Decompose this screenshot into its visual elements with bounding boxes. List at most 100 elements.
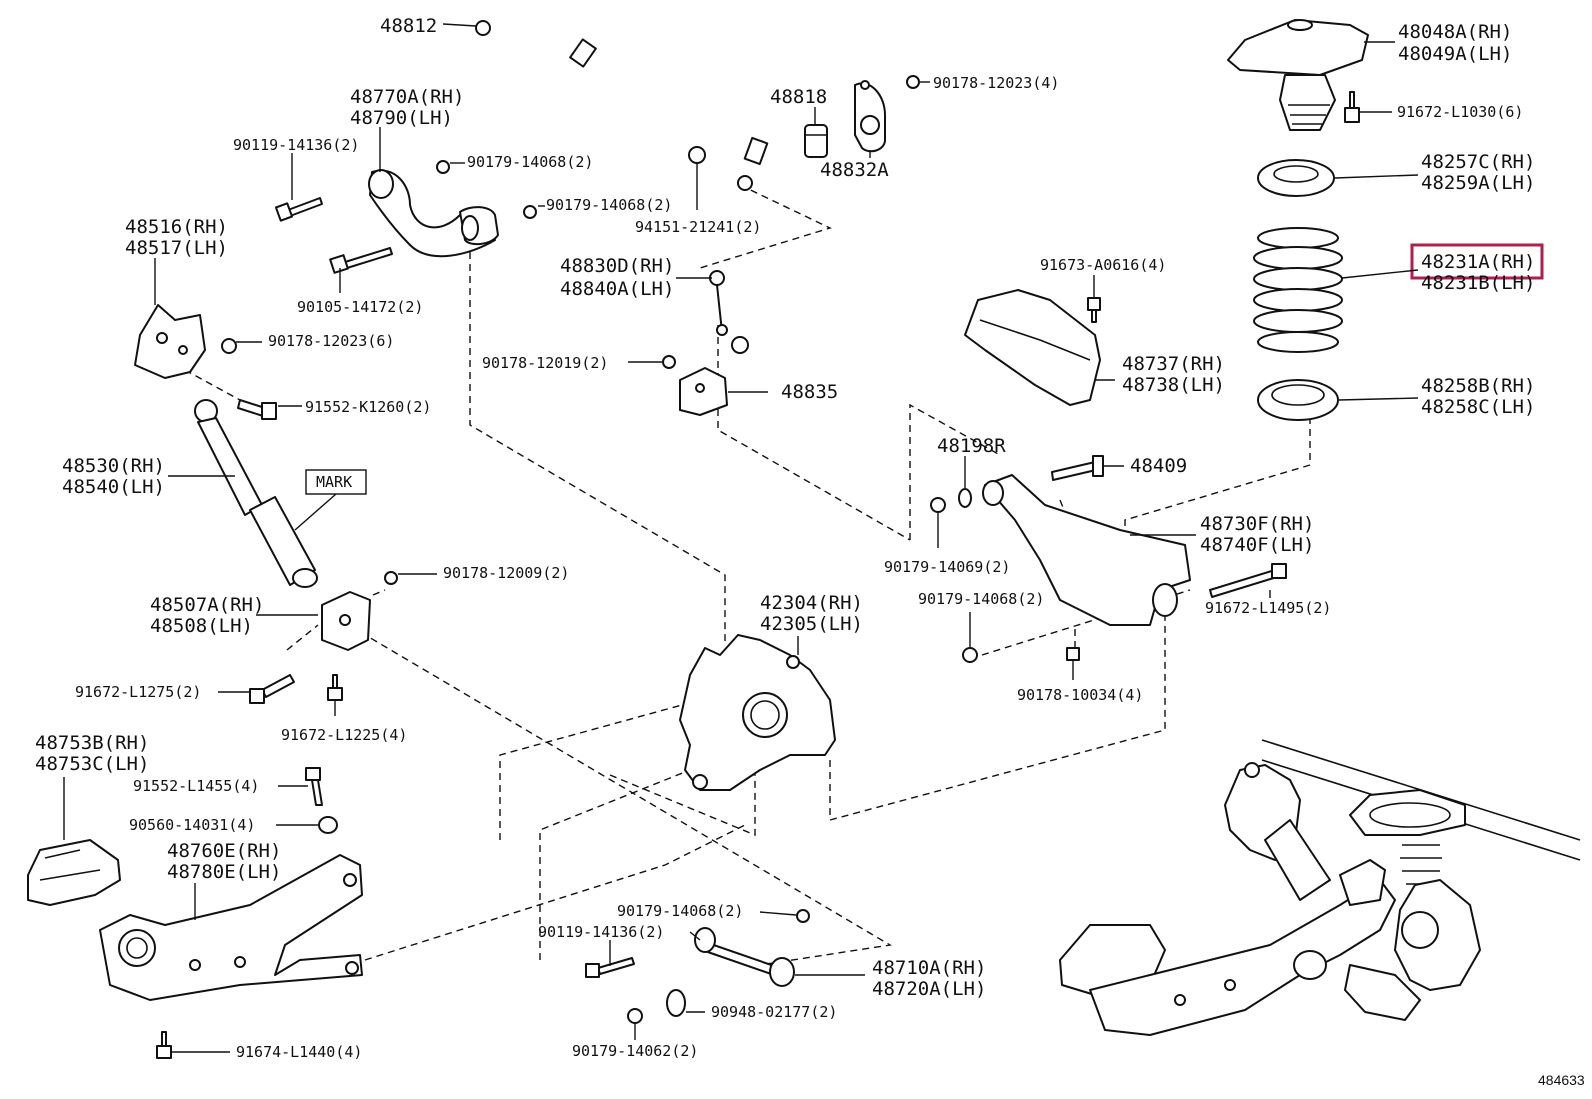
lower-insulator-48258b: [1257, 379, 1339, 421]
part-number-labels: 48812 48770A(RH) 48790(LH) 90119-14136(2…: [35, 15, 1535, 1061]
bolt-90119-14136-bottom: [585, 957, 635, 978]
stabilizer-bracket-48832a: [854, 80, 886, 153]
washer-48198r: [958, 488, 972, 508]
label-48530: 48530(RH): [62, 455, 165, 477]
label-48540: 48540(LH): [62, 476, 165, 498]
label-48770a: 48770A(RH): [350, 86, 464, 108]
label-48049a: 48049A(LH): [1398, 43, 1512, 65]
highlight-box-48231a: [1410, 243, 1544, 280]
label-48812: 48812: [380, 15, 437, 37]
stabilizer-bushing-48818: [804, 124, 828, 158]
label-48840a: 48840A(LH): [560, 278, 674, 300]
bolt-91672-l1495: [1209, 563, 1287, 598]
label-90178-12023-6: 90178-12023(6): [268, 332, 394, 350]
label-90179-14069: 90179-14069(2): [884, 558, 1010, 576]
nut-90178-12023-4: [906, 75, 920, 89]
label-91552-k1260: 91552-K1260(2): [305, 398, 431, 416]
label-48231b: 48231B(LH): [1421, 272, 1535, 294]
label-91672-l1030: 91672-L1030(6): [1397, 103, 1523, 121]
label-90178-12009: 90178-12009(2): [443, 564, 569, 582]
bolt-91552-k1260: [237, 399, 277, 420]
label-90119-14136-top: 90119-14136(2): [233, 136, 359, 154]
label-48780e: 48780E(LH): [167, 861, 281, 883]
trailing-arm-48760e: [99, 854, 363, 1001]
washer-90560-14031: [318, 816, 338, 834]
label-48517: 48517(LH): [125, 237, 228, 259]
label-48730f: 48730F(RH): [1200, 513, 1314, 535]
label-91672-l1225: 91672-L1225(4): [281, 726, 407, 744]
label-48710a: 48710A(RH): [872, 957, 986, 979]
cover-48737: [964, 289, 1101, 406]
label-48048a: 48048A(RH): [1398, 21, 1512, 43]
bracket-48835: [679, 367, 728, 416]
lower-arm-48730f: [982, 474, 1191, 626]
nut-90179-14068-d: [796, 909, 810, 923]
bolt-91674-l1440: [156, 1031, 172, 1059]
lateral-link-48710a: [694, 927, 795, 987]
label-48516: 48516(RH): [125, 216, 228, 238]
nut-90179-14068-a: [436, 160, 450, 174]
nut-90179-14062: [627, 1008, 643, 1024]
bolt-90105-14172: [329, 247, 393, 274]
label-90178-12023-4: 90178-12023(4): [933, 74, 1059, 92]
nut-90179-14068-b: [523, 205, 537, 219]
label-90179-14068-d: 90179-14068(2): [617, 902, 743, 920]
label-91673-a0616: 91673-A0616(4): [1040, 256, 1166, 274]
coil-spring-48231a: [1253, 227, 1343, 353]
bracket-48516: [134, 304, 206, 379]
screw-91673-a0616: [1087, 297, 1101, 323]
label-42304: 42304(RH): [760, 592, 863, 614]
bracket-48507a: [321, 591, 371, 651]
label-48818: 48818: [770, 86, 827, 108]
bolt-90119-14136: [274, 197, 323, 222]
label-48740f: 48740F(LH): [1200, 534, 1314, 556]
label-48231a: 48231A(RH): [1421, 251, 1535, 273]
label-90179-14068-b: 90179-14068(2): [546, 196, 672, 214]
knuckle-42304: [679, 634, 836, 791]
label-48753b: 48753B(RH): [35, 732, 149, 754]
label-48258c: 48258C(LH): [1421, 396, 1535, 418]
label-90560-14031: 90560-14031(4): [129, 816, 255, 834]
stabilizer-link-48830d: [709, 270, 749, 354]
label-48738: 48738(LH): [1122, 374, 1225, 396]
upper-insulator-48257c: [1257, 159, 1335, 197]
leader-lines: [63, 23, 1419, 1053]
label-90179-14068-a: 90179-14068(2): [467, 153, 593, 171]
label-48257c: 48257C(RH): [1421, 151, 1535, 173]
nut-90178-10034: [1066, 647, 1080, 661]
mark-label: MARK: [316, 473, 352, 491]
label-48830d: 48830D(RH): [560, 255, 674, 277]
label-48737: 48737(RH): [1122, 353, 1225, 375]
label-90119-14136-bottom: 90119-14136(2): [538, 923, 664, 941]
upper-support-48048a: [1227, 19, 1369, 131]
label-48508: 48508(LH): [150, 615, 253, 637]
bushing-94151-21241: [688, 146, 706, 164]
label-91672-l1275: 91672-L1275(2): [75, 683, 201, 701]
nut-90178-12023-6: [221, 338, 237, 354]
label-48258b: 48258B(RH): [1421, 375, 1535, 397]
nut-90178-12019: [662, 355, 676, 369]
label-94151-21241: 94151-21241(2): [635, 218, 761, 236]
label-91674-l1440: 91674-L1440(4): [236, 1043, 362, 1061]
label-90105-14172: 90105-14172(2): [297, 298, 423, 316]
label-48835: 48835: [781, 381, 838, 403]
label-90178-10034: 90178-10034(4): [1017, 686, 1143, 704]
label-48753c: 48753C(LH): [35, 753, 149, 775]
label-48760e: 48760E(RH): [167, 840, 281, 862]
label-90178-12019: 90178-12019(2): [482, 354, 608, 372]
nut-90178-12009: [384, 571, 398, 585]
assembly-dashed-lines: [184, 184, 1311, 966]
shock-absorber-48530: [194, 399, 318, 588]
mark-callout: MARK: [294, 469, 367, 531]
washer-90948-02177: [666, 989, 686, 1017]
bolt-91552-l1455: [305, 767, 323, 806]
label-48790: 48790(LH): [350, 107, 453, 129]
nut-91672-l1030: [1344, 91, 1360, 123]
cover-48753b: [27, 839, 121, 906]
label-48832a: 48832A: [820, 159, 889, 181]
label-42305: 42305(LH): [760, 613, 863, 635]
bolt-48409: [1051, 455, 1104, 481]
upper-arm-48770a: [368, 169, 499, 258]
label-48198r: 48198R: [937, 435, 1006, 457]
